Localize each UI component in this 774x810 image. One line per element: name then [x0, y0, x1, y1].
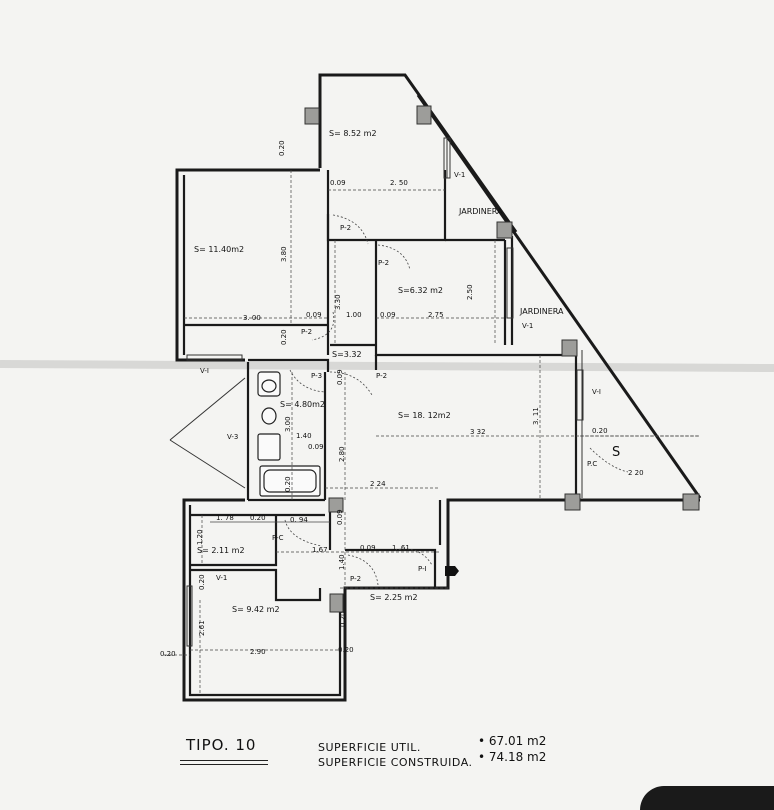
built-area-label: SUPERFICIE CONSTRUIDA. — [318, 756, 473, 769]
dimension-label: 0.09 — [336, 509, 344, 525]
dimension-label: 2.80 — [338, 446, 346, 462]
dimension-label: 3 32 — [470, 428, 486, 436]
dimension-label: 0.09 — [336, 369, 344, 385]
dimension-label: 3.80 — [280, 246, 288, 262]
door-label: P-3 — [311, 372, 322, 380]
window-label: V-1 — [216, 574, 227, 582]
dimension-labels: 0.09 2. 50 0.20 3.80 3. 00 0.09 1.00 0.0… — [160, 140, 644, 658]
windows — [169, 137, 584, 647]
area-label: S= 8.52 m2 — [329, 129, 377, 138]
door-label: P-C — [272, 534, 284, 542]
paper-fold — [0, 360, 774, 372]
usable-area-label: SUPERFICIE UTIL. — [318, 741, 421, 754]
area-label: S= 9.42 m2 — [232, 605, 280, 614]
dimension-label: 2. 50 — [390, 179, 408, 187]
window-label: V-I — [200, 367, 209, 375]
dimension-label: 0.20 — [284, 476, 292, 492]
dimension-label: 2.75 — [428, 311, 444, 319]
dimension-label: 1.40 — [296, 432, 312, 440]
door-swings — [284, 214, 629, 586]
bathroom-fixtures — [257, 371, 321, 497]
exterior-walls — [175, 73, 702, 702]
dimension-label: 1. 61 — [392, 544, 410, 552]
dimension-label: 0.09 — [308, 443, 324, 451]
usable-area-value: • 67.01 m2 — [478, 734, 547, 748]
area-label: S=6.32 m2 — [398, 286, 443, 295]
area-label: S= 2.11 m2 — [197, 546, 245, 555]
dimension-label: 2 20 — [628, 469, 644, 477]
stair-mark: S — [612, 445, 620, 460]
window-label: V-1 — [522, 322, 533, 330]
structural-columns — [304, 105, 700, 613]
dimension-label: 0.20 — [198, 574, 206, 590]
window-label: V-1 — [454, 171, 465, 179]
dimension-label: 2.90 — [250, 648, 266, 656]
element-labels: JARDINERA JARDINERA V-1 V-1 V-I V-I V-1 … — [200, 171, 620, 583]
area-label: S= 18. 12m2 — [398, 411, 451, 420]
area-label: S= 11.40m2 — [194, 245, 244, 254]
dimension-label: 3. 11 — [532, 407, 540, 425]
window-label: V-I — [592, 388, 601, 396]
dimension-label: 0.20 — [339, 611, 347, 627]
interior-walls — [184, 170, 583, 602]
door-label: P-I — [418, 565, 427, 573]
window-label: V-3 — [227, 433, 238, 441]
dimension-label: 3.30 — [334, 294, 342, 310]
dimension-label: 1.20 — [196, 529, 204, 545]
dimension-label: 0.20 — [592, 427, 608, 435]
dimension-label: 0.20 — [250, 514, 266, 522]
dimension-label: 2.50 — [466, 284, 474, 300]
dimension-label: 0.20 — [160, 650, 176, 658]
door-label: P-2 — [350, 575, 361, 583]
dimension-label: 0.09 — [380, 311, 396, 319]
door-label: P-2 — [301, 328, 312, 336]
plan-type-title: TIPO. 10 — [186, 736, 257, 754]
door-label: P-2 — [340, 224, 351, 232]
dimension-label: 0.20 — [280, 329, 288, 345]
dimension-label: 0.09 — [360, 544, 376, 552]
area-labels: S= 8.52 m2 S= 11.40m2 S=6.32 m2 S=3.32 S… — [194, 129, 451, 614]
title-underline — [180, 760, 268, 765]
dimension-label: 0.09 — [306, 311, 322, 319]
dimension-label: 0.09 — [330, 179, 346, 187]
entrance-arrow-icon — [445, 566, 459, 576]
area-label: S= 4.80m2 — [280, 400, 325, 409]
dimension-label: 2.61 — [198, 620, 206, 636]
dimension-label: 0.20 — [338, 646, 354, 654]
planter-label: JARDINERA — [519, 307, 564, 316]
area-label: S= 2.25 m2 — [370, 593, 418, 602]
built-area-value: • 74.18 m2 — [478, 750, 547, 764]
planter-label: JARDINERA — [458, 207, 503, 216]
dimension-label: 1.67 — [312, 546, 328, 554]
dimension-label: 3.00 — [284, 416, 292, 432]
door-label: P-2 — [376, 372, 387, 380]
door-label: P.C — [587, 460, 597, 468]
dimension-label: 1.40 — [338, 554, 346, 570]
scan-shadow — [640, 786, 774, 810]
dimension-lines — [164, 170, 700, 695]
door-label: P-2 — [378, 259, 389, 267]
dimension-label: 1. 78 — [216, 514, 234, 522]
area-label: S=3.32 — [332, 350, 362, 359]
dimension-label: 0.20 — [278, 140, 286, 156]
dimension-label: 3. 00 — [243, 314, 261, 322]
dimension-label: 2 24 — [370, 480, 386, 488]
dimension-label: 1.00 — [346, 311, 362, 319]
dimension-label: 0. 94 — [290, 516, 308, 524]
